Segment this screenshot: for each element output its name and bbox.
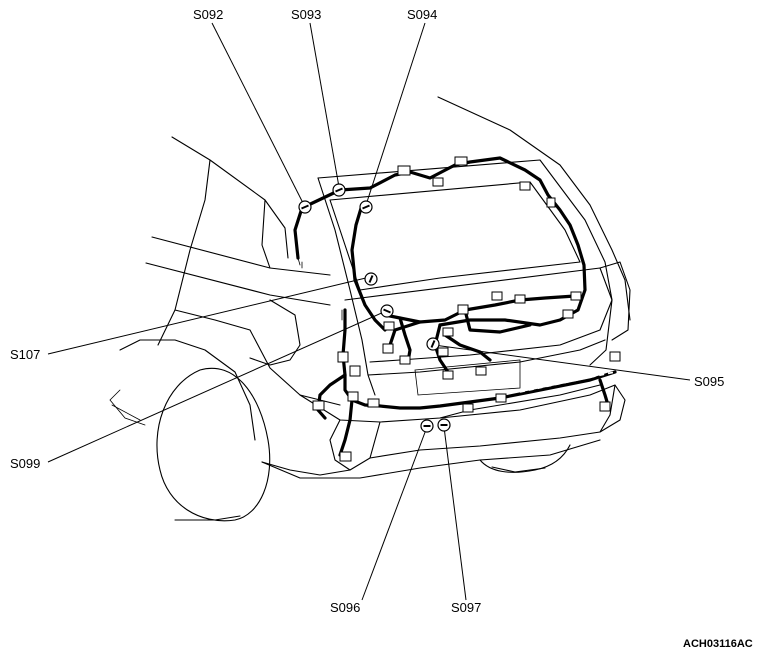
label-s097: S097	[451, 600, 481, 615]
connector	[562, 309, 574, 319]
connector	[312, 400, 325, 411]
splice-s107-marker	[364, 272, 378, 286]
connector	[495, 393, 507, 403]
connector	[399, 355, 411, 365]
splice-s099-marker	[380, 304, 394, 318]
connector	[349, 365, 361, 377]
label-s099: S099	[10, 456, 40, 471]
connector	[546, 197, 556, 208]
splice-markers	[298, 183, 451, 433]
connector	[442, 370, 454, 380]
connector	[519, 181, 531, 191]
connector	[570, 291, 582, 301]
label-s095: S095	[694, 374, 724, 389]
connector	[347, 391, 359, 402]
label-s092: S092	[193, 7, 223, 22]
connector	[599, 401, 611, 412]
label-s094: S094	[407, 7, 437, 22]
connector	[437, 347, 449, 357]
splice-s093-marker	[332, 183, 346, 197]
connector	[475, 366, 487, 376]
connector	[382, 343, 394, 354]
connector	[432, 177, 444, 187]
connector	[462, 403, 474, 413]
connector	[457, 304, 469, 315]
splice-labels: S092 S093 S094 S107 S099 S095 S096 S097	[10, 7, 724, 615]
connector	[367, 398, 380, 408]
splice-s097-marker	[437, 418, 451, 432]
connector	[383, 321, 395, 331]
splice-s095-marker	[426, 337, 440, 351]
splice-s094-marker	[359, 200, 373, 214]
connector	[337, 351, 349, 363]
connectors	[312, 156, 621, 462]
connector	[514, 294, 526, 304]
connector	[454, 156, 468, 166]
connector	[609, 351, 621, 362]
figure-code: ACH03116AC	[683, 638, 753, 650]
connector	[491, 291, 503, 301]
connector	[397, 165, 411, 176]
connector	[339, 451, 352, 462]
leader-lines	[47, 22, 691, 601]
connector	[442, 327, 454, 337]
splice-s096-marker	[420, 419, 434, 433]
label-s096: S096	[330, 600, 360, 615]
vehicle-body-outline	[109, 96, 631, 522]
label-s093: S093	[291, 7, 321, 22]
splice-s092-marker	[298, 200, 312, 214]
label-s107: S107	[10, 347, 40, 362]
wiring-harness	[293, 156, 617, 457]
